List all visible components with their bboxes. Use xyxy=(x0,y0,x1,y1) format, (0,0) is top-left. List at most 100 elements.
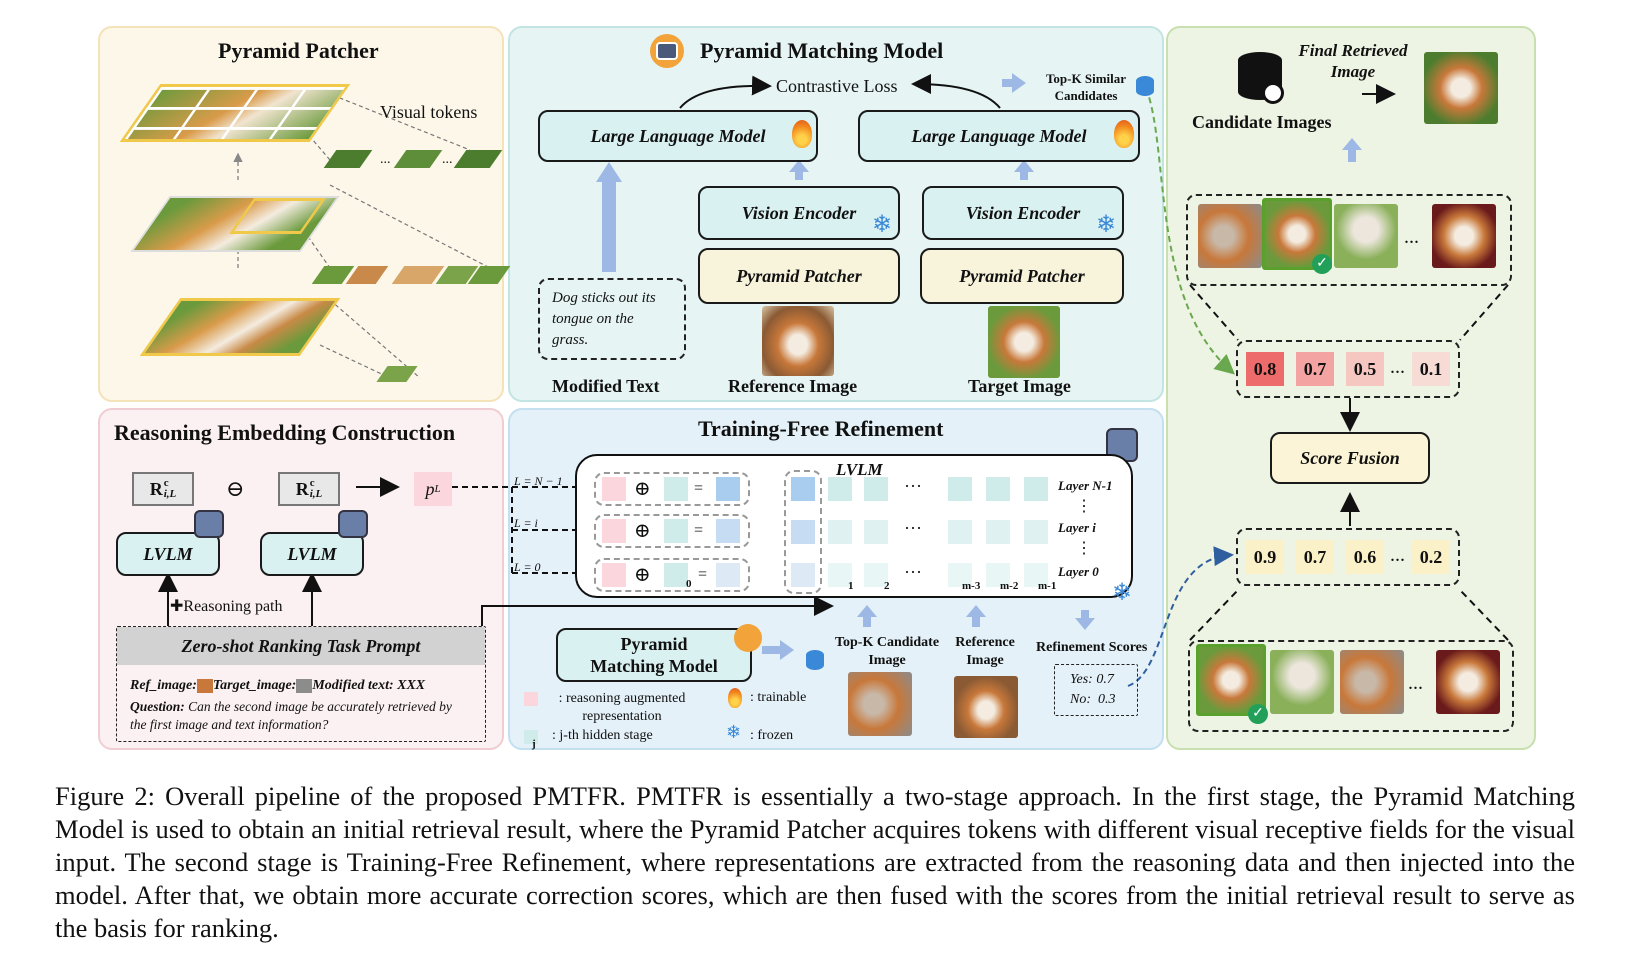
ellipsis: ... xyxy=(1404,226,1419,248)
prompt-question: Question: Can the second image be accura… xyxy=(130,699,452,732)
llm-box-left: Large Language Model xyxy=(538,110,818,162)
prompt-title-bar: Zero-shot Ranking Task Prompt xyxy=(117,627,485,665)
lvlm-box-left: LVLM xyxy=(116,532,220,576)
legend-hidden-j: j xyxy=(532,738,536,750)
token-square xyxy=(828,477,852,501)
reasoning-square xyxy=(602,519,626,543)
snowflake-icon: ❄ xyxy=(726,722,742,742)
token-square xyxy=(986,477,1010,501)
token-square xyxy=(864,563,888,587)
reasoning-square xyxy=(602,477,626,501)
reasoning-square xyxy=(602,563,626,587)
fire-icon xyxy=(728,688,742,708)
pyramid-patcher-box-right: Pyramid Patcher xyxy=(920,248,1124,304)
injection-row-n1 xyxy=(594,472,750,506)
dots: ··· xyxy=(904,476,922,496)
layer-tag-i: L = i xyxy=(514,516,538,530)
check-icon: ✓ xyxy=(1312,254,1332,274)
token-square xyxy=(948,563,972,587)
tokens-row-1: ... ... xyxy=(323,150,503,168)
candidate-image-2b xyxy=(1270,650,1334,714)
initial-score-3: 0.5 xyxy=(1346,352,1384,386)
layer-tag-0: L = 0 xyxy=(514,560,541,574)
result-square xyxy=(716,477,740,501)
database-icon xyxy=(806,650,824,670)
candidate-image-3 xyxy=(1334,204,1398,268)
token-square xyxy=(828,520,852,544)
legend-reasoning-swatch xyxy=(524,692,538,706)
final-retrieved-image xyxy=(1424,52,1498,124)
pmm-box: Pyramid Matching Model xyxy=(556,628,752,682)
injection-row-i xyxy=(594,514,750,548)
candidate-row-bottom xyxy=(1188,640,1514,732)
token-square xyxy=(791,520,815,544)
legend-frozen: : frozen xyxy=(750,728,794,743)
layer-name-n1: Layer N-1 xyxy=(1058,478,1113,493)
contrastive-loss-label: Contrastive Loss xyxy=(776,76,898,96)
refined-score-2: 0.7 xyxy=(1296,540,1334,574)
token-square xyxy=(791,477,815,501)
robot-icon xyxy=(650,34,684,68)
ellipsis: ... xyxy=(1390,544,1405,566)
initial-score-2: 0.7 xyxy=(1296,352,1334,386)
token-square xyxy=(948,520,972,544)
prompt-line-1: Ref_image:Target_image:Modified text: XX… xyxy=(130,678,426,693)
legend-hidden: : j-th hidden stage xyxy=(552,728,653,743)
token-square xyxy=(1024,520,1048,544)
robot-icon xyxy=(338,510,368,538)
database-search-icon xyxy=(1238,52,1284,104)
token-square xyxy=(986,563,1010,587)
hidden-square xyxy=(664,477,688,501)
snowflake-icon: ❄ xyxy=(1096,212,1117,238)
refined-scores-box xyxy=(1236,528,1460,586)
token-square xyxy=(1024,563,1048,587)
pyramid-level-top xyxy=(119,84,351,142)
token-square xyxy=(948,477,972,501)
pyramid-matching-title: Pyramid Matching Model xyxy=(700,38,944,63)
result-square xyxy=(716,563,740,587)
candidate-images-label: Candidate Images xyxy=(1192,112,1332,132)
refinement-scores-label: Refinement Scores xyxy=(1036,640,1148,655)
token-square xyxy=(986,520,1010,544)
contrastive-arrow-left xyxy=(679,75,772,109)
layer-name-i: Layer i xyxy=(1058,520,1096,535)
topk-candidate-image xyxy=(848,672,912,736)
token-square xyxy=(864,520,888,544)
layer-name-0: Layer 0 xyxy=(1058,564,1099,579)
injected-column xyxy=(784,470,822,594)
legend-hidden-swatch xyxy=(524,730,538,744)
pyramid-projection-lines xyxy=(233,89,491,379)
candidate-image-1 xyxy=(1198,204,1262,268)
index-2: 2 xyxy=(884,580,890,592)
candidate-image-4b xyxy=(1436,650,1500,714)
reasoning-title: Reasoning Embedding Construction xyxy=(114,420,456,445)
topk-to-scores-arrow xyxy=(1145,87,1236,375)
legend-trainable: : trainable xyxy=(750,690,807,705)
snowflake-icon: ❄ xyxy=(872,212,893,238)
llm-box-right: Large Language Model xyxy=(858,110,1140,162)
refinement-to-scores-arrow xyxy=(1127,546,1234,687)
index-1: 1 xyxy=(848,580,854,592)
topk-label: Top-K Similar Candidates xyxy=(1045,71,1127,103)
token-square xyxy=(1024,477,1048,501)
reference-image-small xyxy=(954,676,1018,738)
refined-score-3: 0.6 xyxy=(1346,540,1384,574)
robot-icon xyxy=(734,624,762,652)
index-m3: m-3 xyxy=(962,580,981,592)
reference-image xyxy=(762,306,834,376)
figure-caption: Figure 2: Overall pipeline of the propos… xyxy=(55,781,1575,943)
vdots: ⋮ xyxy=(1076,540,1092,557)
lvlm-label: LVLM xyxy=(836,460,883,479)
contrastive-arrow-right xyxy=(911,74,1001,109)
fire-icon-right xyxy=(1114,120,1134,148)
reference-image-label-small: Reference Image xyxy=(955,635,1015,668)
initial-scores-box xyxy=(1236,340,1460,398)
oplus-symbol: ⊕ xyxy=(634,478,651,500)
refined-score-1: 0.9 xyxy=(1246,540,1284,574)
layer-tag-n1: L = N − 1 xyxy=(514,474,563,488)
tokens-row-2 xyxy=(311,266,511,284)
oplus-symbol: ⊕ xyxy=(634,564,651,586)
lvlm-box-right: LVLM xyxy=(260,532,364,576)
